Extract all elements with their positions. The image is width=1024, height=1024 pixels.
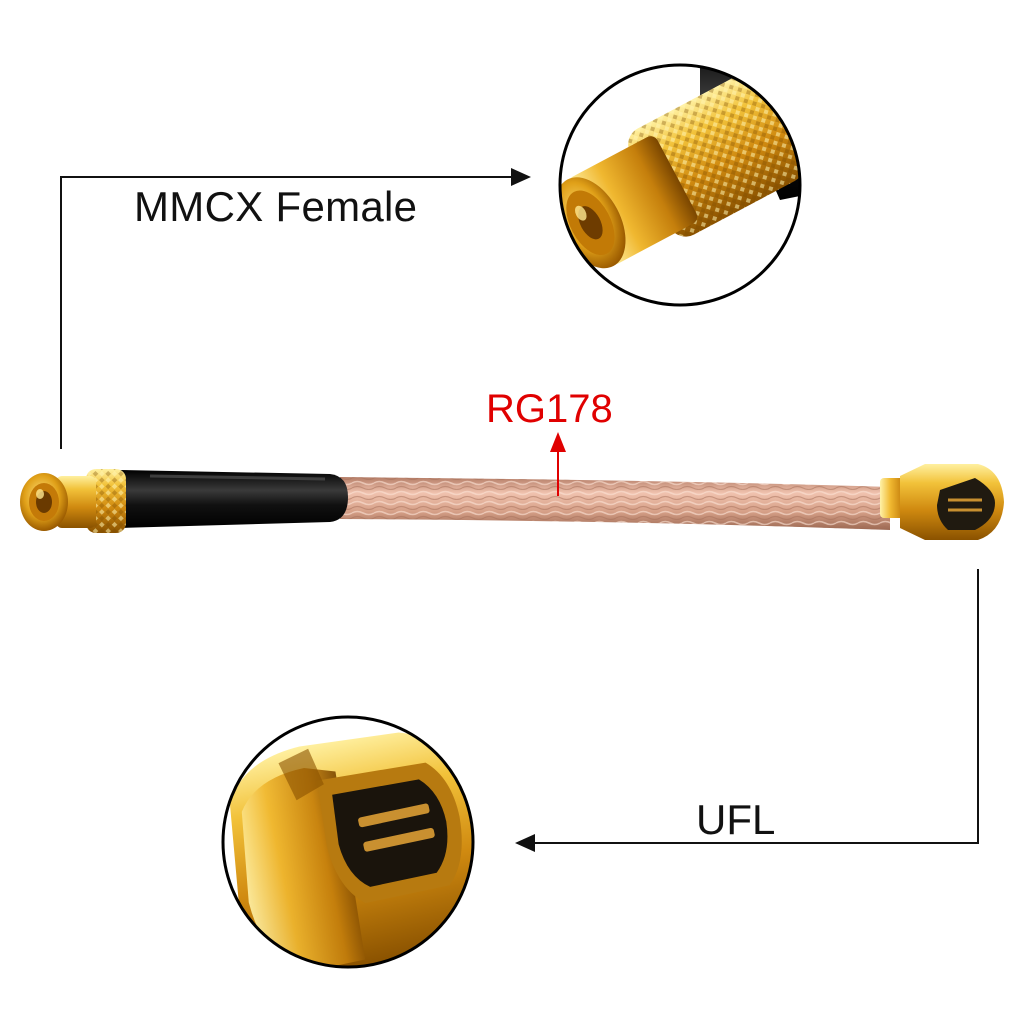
ufl-closeup bbox=[221, 715, 475, 969]
rg178-arrow bbox=[550, 432, 566, 496]
rg178-label: RG178 bbox=[486, 387, 613, 431]
mmcx-closeup bbox=[558, 63, 802, 307]
heatshrink-sleeve bbox=[120, 470, 348, 528]
ufl-leader-arrow bbox=[515, 569, 979, 852]
coax-cable-assembly bbox=[20, 464, 1004, 540]
coax-cable bbox=[340, 477, 890, 530]
ufl-connector bbox=[880, 464, 1004, 540]
ufl-label: UFL bbox=[696, 796, 776, 843]
mmcx-connector bbox=[20, 469, 126, 533]
mmcx-leader-arrow bbox=[60, 168, 531, 449]
mmcx-female-label: MMCX Female bbox=[134, 183, 418, 230]
